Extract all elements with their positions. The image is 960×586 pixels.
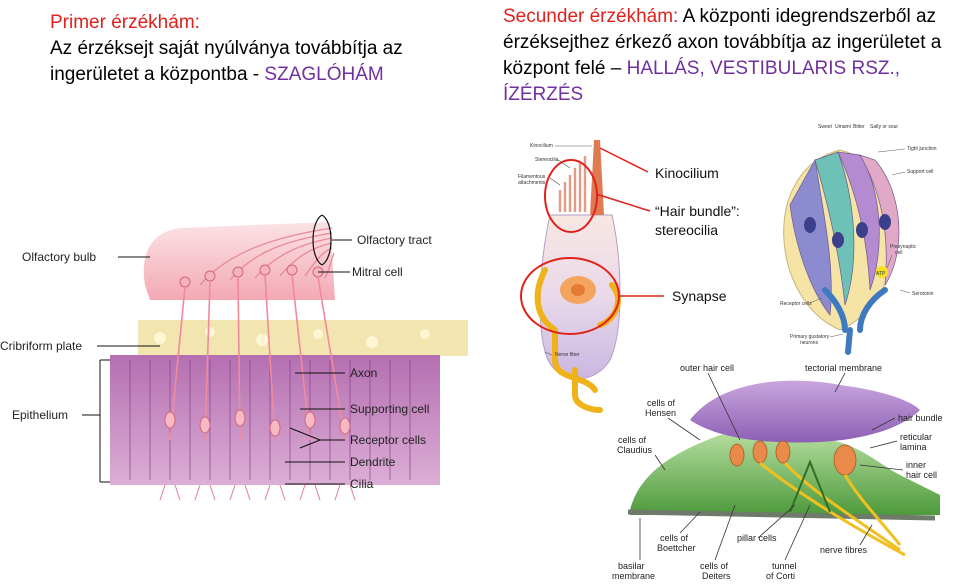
label-stereocilia-small: Stereocilia (535, 157, 559, 163)
gustatory-neurons-shape (822, 287, 888, 355)
label-filamentous-1: Filamentous (518, 174, 546, 180)
label-boettcher-2: Boettcher (657, 543, 696, 553)
organ-of-corti-diagram: outer hair cell tectorial membrane cells… (612, 363, 943, 581)
label-basilar-1: basilar (618, 561, 645, 571)
label-salty-sour: Salty or sour (870, 124, 898, 130)
label-hair-bundle: “Hair bundle”: (655, 203, 740, 219)
label-receptor-cells-taste: Receptor cells (780, 301, 812, 307)
label-serotonin: Serotonin (912, 291, 934, 297)
label-reticular-2: lamina (900, 442, 927, 452)
cribriform-plate-shape (138, 320, 468, 356)
tectorial-membrane-shape (690, 380, 920, 443)
secondary-title: Secunder érzékhám: (503, 6, 679, 27)
receptor-cells (164, 409, 351, 437)
label-synapse: Synapse (672, 288, 727, 304)
olfactory-cilia (159, 484, 356, 501)
secondary-highlight: HALLÁS, VESTIBULARIS RSZ., ÍZÉRZÉS (503, 58, 901, 105)
primary-body: Az érzéksejt saját nyúlványa továbbítja … (50, 36, 470, 88)
label-stereocilia: stereocilia (655, 222, 718, 238)
label-primary-gustatory-1: Primary gustatory (790, 334, 830, 340)
label-receptor-cells: Receptor cells (350, 433, 426, 447)
label-deiters-1: cells of (700, 561, 729, 571)
stereocilia-shape (558, 156, 587, 212)
label-kinocilium-small: Kinocilium (530, 143, 553, 149)
label-hair-bundle-corti: hair bundle (898, 413, 943, 423)
label-claudius-2: Claudius (617, 445, 653, 455)
label-atp: ATP (876, 271, 886, 277)
label-hensen-1: cells of (647, 398, 676, 408)
primary-highlight: SZAGLÓHÁM (264, 64, 384, 85)
label-cribriform-plate: Cribriform plate (0, 339, 82, 353)
label-claudius-1: cells of (618, 435, 647, 445)
label-inner-1: inner (906, 460, 926, 470)
nerve-fibres-shape (759, 461, 906, 557)
label-epithelium: Epithelium (12, 408, 68, 422)
label-sweet: Sweet (818, 124, 833, 130)
label-deiters-2: Deiters (702, 571, 731, 581)
label-dendrite: Dendrite (350, 455, 396, 469)
secondary-body: A központi idegrendszerből az érzéksejth… (503, 6, 942, 79)
olfactory-tract-brace (312, 214, 323, 266)
kinocilium-shape (590, 140, 604, 215)
hair-cell-diagram: Kinocilium Stereocilia Filamentous attac… (518, 140, 740, 413)
olfactory-epithelium-diagram: Olfactory bulb Olfactory tract Mitral ce… (0, 214, 468, 501)
label-cilia: Cilia (350, 477, 374, 491)
label-support-cell: Support cell (907, 169, 933, 175)
label-supporting-cell: Supporting cell (350, 402, 429, 416)
label-basilar-2: membrane (612, 571, 655, 581)
label-axon: Axon (350, 366, 377, 380)
label-olfactory-tract: Olfactory tract (357, 233, 432, 247)
label-nerve-fibres: nerve fibres (820, 545, 868, 555)
primary-body-text: Az érzéksejt saját nyúlványa továbbítja … (50, 38, 403, 85)
label-primary-gustatory-2: neurons (800, 340, 819, 346)
label-olfactory-bulb: Olfactory bulb (22, 250, 96, 264)
basilar-membrane-shape (627, 509, 936, 521)
label-bitter: Bitter (853, 124, 865, 130)
inner-hair-cell (833, 444, 857, 476)
secondary-description: Secunder érzékhám: A központi idegrendsz… (503, 4, 953, 108)
label-reticular-1: reticular (900, 432, 932, 442)
taste-bud-diagram: Sweet Umami Bitter Salty or sour Tight j… (780, 124, 937, 355)
label-kinocilium: Kinocilium (655, 165, 719, 181)
primary-description: Primer érzékhám: Az érzéksejt saját nyúl… (50, 10, 470, 88)
label-filamentous-2: attachments (518, 180, 546, 186)
outer-hair-cells (729, 440, 791, 467)
hair-bundle-highlight (544, 159, 598, 233)
label-presynaptic-2: cell (895, 250, 903, 256)
label-tectorial-membrane: tectorial membrane (805, 363, 882, 373)
pillar-cells-shape (789, 459, 831, 513)
label-boettcher-1: cells of (660, 533, 689, 543)
label-hensen-2: Hensen (645, 408, 676, 418)
label-tunnel-2: of Corti (766, 571, 795, 581)
label-outer-hair-cell: outer hair cell (680, 363, 734, 373)
label-mitral-cell: Mitral cell (352, 265, 403, 279)
primary-title: Primer érzékhám: (50, 12, 200, 33)
label-umami: Umami (835, 124, 851, 130)
label-tunnel-1: tunnel (772, 561, 797, 571)
atp-marker (876, 266, 888, 278)
label-tight-junction: Tight junction (907, 146, 937, 152)
label-presynaptic-1: Presynaptic (890, 244, 917, 250)
label-inner-2: hair cell (906, 470, 937, 480)
label-nerve-fiber: Nerve fiber (555, 352, 580, 358)
olfactory-bulb-shape (143, 222, 335, 300)
label-pillar-cells: pillar cells (737, 533, 777, 543)
supporting-cells-mass (630, 431, 940, 515)
